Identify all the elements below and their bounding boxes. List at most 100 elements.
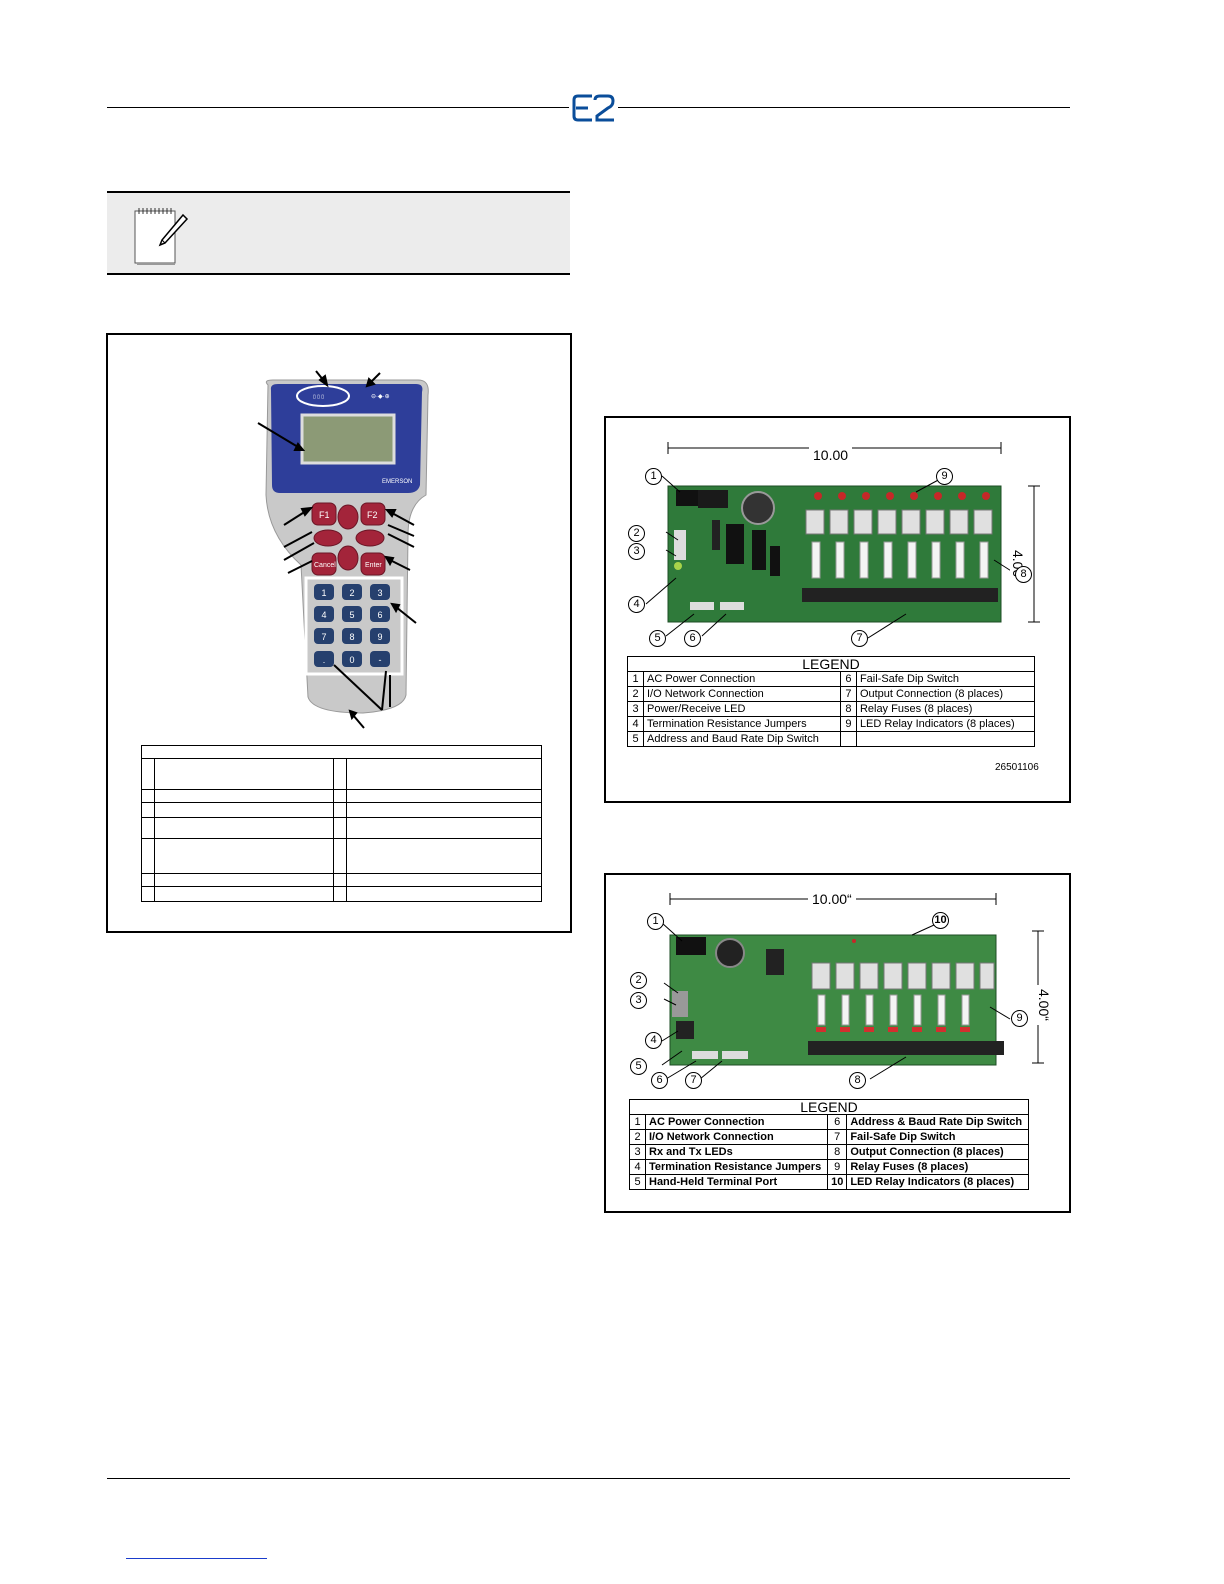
part-number: 26501106 — [995, 762, 1039, 773]
legend-label: Output Connection (8 places) — [856, 687, 1034, 702]
legend-label: AC Power Connection — [646, 1115, 828, 1130]
legend-num: 5 — [628, 732, 644, 747]
callout-10: 10 — [932, 912, 949, 929]
pib-board-image-2 — [606, 875, 1069, 1095]
legend-num: 6 — [828, 1115, 847, 1130]
legend-num: 7 — [828, 1130, 847, 1145]
legend-label: Fail-Safe Dip Switch — [847, 1130, 1029, 1145]
legend-label: Address & Baud Rate Dip Switch — [847, 1115, 1029, 1130]
legend-label: Termination Resistance Jumpers — [644, 717, 841, 732]
footer-rule — [107, 1478, 1070, 1479]
legend-num: 7 — [840, 687, 856, 702]
legend-title: LEGEND — [628, 657, 1035, 672]
svg-text:Enter: Enter — [365, 562, 382, 569]
width-dimension-2: 10.00“ — [808, 891, 856, 907]
legend-label: Relay Fuses (8 places) — [856, 702, 1034, 717]
svg-text:0: 0 — [349, 655, 354, 665]
legend-label: Address and Baud Rate Dip Switch — [644, 732, 841, 747]
legend-num: 3 — [630, 1145, 646, 1160]
legend-label: Hand-Held Terminal Port — [646, 1175, 828, 1190]
legend-label — [856, 732, 1034, 747]
legend-label: I/O Network Connection — [644, 687, 841, 702]
callout-8: 8 — [849, 1072, 866, 1089]
callout-9: 9 — [1011, 1010, 1028, 1027]
legend-label: Power/Receive LED — [644, 702, 841, 717]
callout-4: 4 — [628, 596, 645, 613]
callout-5: 5 — [649, 630, 666, 647]
callout-8: 8 — [1015, 566, 1032, 583]
svg-text:▯ ▯ ▯: ▯ ▯ ▯ — [313, 394, 324, 400]
handheld-legend-table — [141, 745, 542, 902]
legend-num: 1 — [630, 1115, 646, 1130]
header-rule-right — [618, 107, 1070, 108]
legend-num: 1 — [628, 672, 644, 687]
callout-6: 6 — [651, 1072, 668, 1089]
legend-num — [840, 732, 856, 747]
callout-7: 7 — [851, 630, 868, 647]
legend-label: LED Relay Indicators (8 places) — [847, 1175, 1029, 1190]
callout-3: 3 — [628, 543, 645, 560]
callout-4: 4 — [645, 1032, 662, 1049]
legend-label: Termination Resistance Jumpers — [646, 1160, 828, 1175]
svg-text:.: . — [323, 655, 326, 665]
svg-text:⊖·◆·⊕: ⊖·◆·⊕ — [371, 394, 390, 400]
svg-text:F1: F1 — [319, 510, 330, 520]
e2-logo: E2 — [572, 92, 616, 124]
legend-num: 3 — [628, 702, 644, 717]
handheld-terminal-image: ▯ ▯ ▯ ⊖·◆·⊕ EMERSON F1 F2 Cancel Enter 1… — [108, 335, 570, 735]
svg-text:9: 9 — [377, 632, 382, 642]
pib-figure-2: 10.00“ 4.00“ 1 2 3 4 5 6 7 8 9 10 LEGEND… — [604, 873, 1071, 1213]
svg-text:4: 4 — [321, 610, 326, 620]
legend-num: 5 — [630, 1175, 646, 1190]
legend-num: 6 — [840, 672, 856, 687]
callout-3: 3 — [630, 992, 647, 1009]
legend-label: LED Relay Indicators (8 places) — [856, 717, 1034, 732]
legend-label: Fail-Safe Dip Switch — [856, 672, 1034, 687]
legend-label: AC Power Connection — [644, 672, 841, 687]
legend-num: 9 — [840, 717, 856, 732]
legend-num: 10 — [828, 1175, 847, 1190]
callout-7: 7 — [685, 1072, 702, 1089]
legend-label: Relay Fuses (8 places) — [847, 1160, 1029, 1175]
brand-text: EMERSON — [382, 479, 412, 485]
svg-text:Cancel: Cancel — [314, 562, 336, 569]
footer-link-underline[interactable] — [126, 1558, 267, 1559]
callout-9: 9 — [936, 468, 953, 485]
legend-num: 2 — [630, 1130, 646, 1145]
handheld-figure: ▯ ▯ ▯ ⊖·◆·⊕ EMERSON F1 F2 Cancel Enter 1… — [106, 333, 572, 933]
callout-6: 6 — [684, 630, 701, 647]
svg-text:7: 7 — [321, 632, 326, 642]
callout-5: 5 — [630, 1058, 647, 1075]
svg-text:F2: F2 — [367, 510, 378, 520]
callout-2: 2 — [630, 972, 647, 989]
legend-label: Output Connection (8 places) — [847, 1145, 1029, 1160]
e2-logo-icon — [572, 92, 616, 124]
header-rule-left — [107, 107, 569, 108]
legend-label: Rx and Tx LEDs — [646, 1145, 828, 1160]
legend-num: 8 — [840, 702, 856, 717]
legend-num: 9 — [828, 1160, 847, 1175]
svg-text:2: 2 — [349, 588, 354, 598]
legend-label: I/O Network Connection — [646, 1130, 828, 1145]
svg-text:3: 3 — [377, 588, 382, 598]
svg-text:5: 5 — [349, 610, 354, 620]
height-dimension-2: 4.00“ — [1036, 985, 1052, 1025]
svg-text:6: 6 — [377, 610, 382, 620]
legend-num: 4 — [630, 1160, 646, 1175]
note-box — [107, 191, 570, 275]
legend-num: 4 — [628, 717, 644, 732]
svg-text:1: 1 — [321, 588, 326, 598]
legend-title: LEGEND — [630, 1100, 1029, 1115]
legend-num: 2 — [628, 687, 644, 702]
